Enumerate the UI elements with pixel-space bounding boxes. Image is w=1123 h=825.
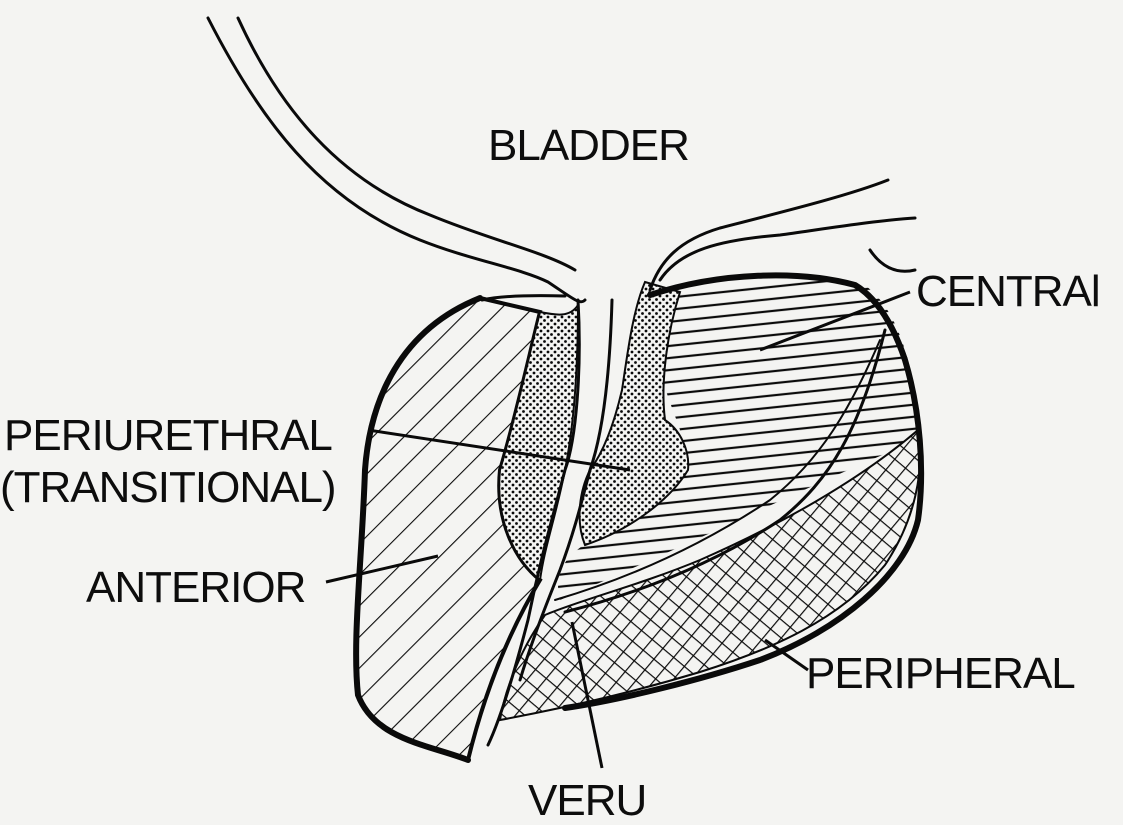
central-label: CENTRAl: [916, 267, 1100, 316]
peripheral-label: PERIPHERAL: [806, 649, 1075, 698]
bladder-label: BLADDER: [488, 121, 689, 170]
bladder-left-neck: [482, 296, 565, 300]
veru-label: VERU: [528, 776, 646, 825]
anterior-label: ANTERIOR: [86, 563, 305, 612]
transitional-label: (TRANSITIONAL): [0, 463, 336, 512]
periurethral-label: PERIURETHRAL: [4, 411, 332, 460]
